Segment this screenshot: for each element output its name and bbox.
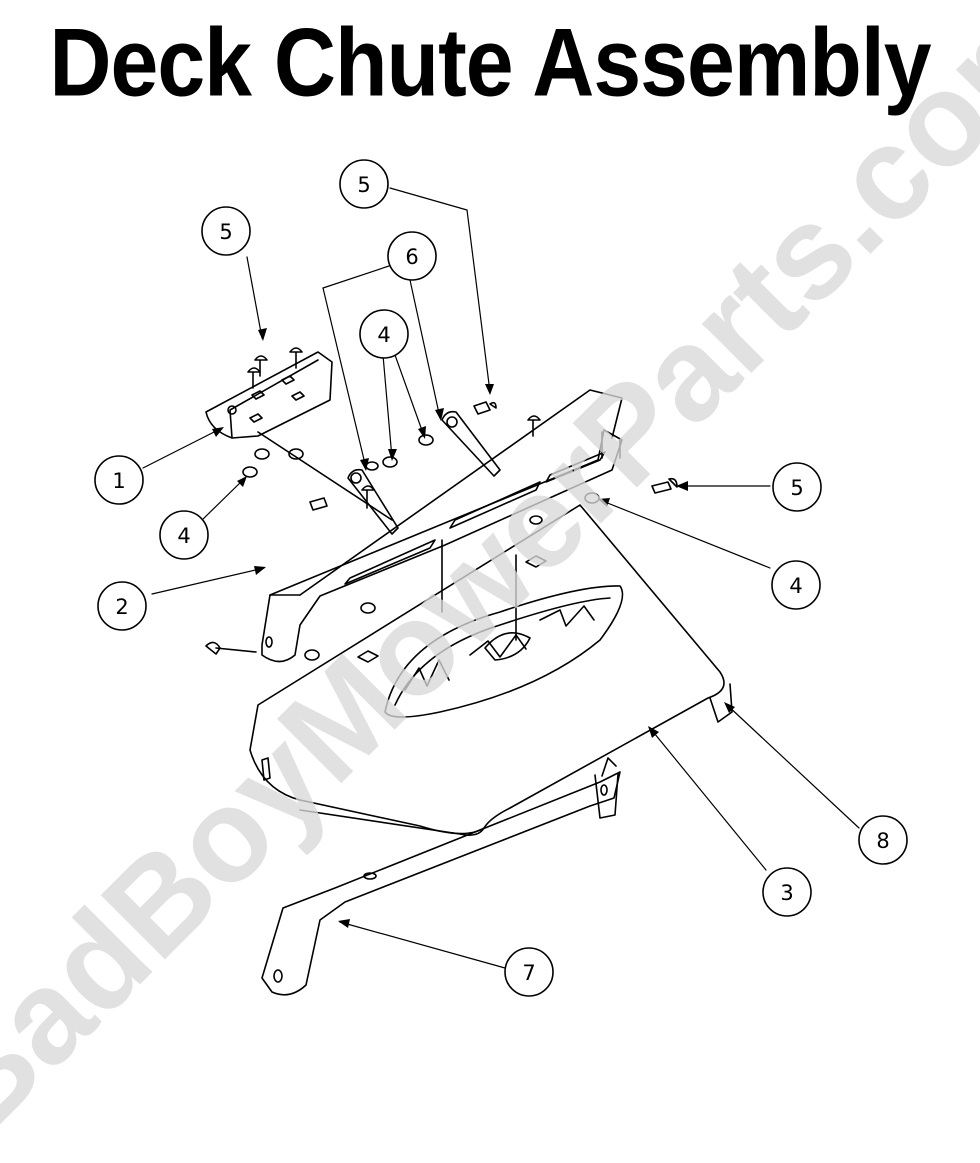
svg-text:8: 8 — [876, 829, 889, 853]
svg-text:1: 1 — [112, 469, 125, 493]
callout-3: 3 — [762, 867, 812, 917]
page-title: Deck Chute Assembly — [49, 9, 931, 117]
svg-text:5: 5 — [790, 476, 803, 500]
leader-lines — [142, 187, 860, 969]
svg-text:4: 4 — [377, 323, 390, 347]
callout-8: 8 — [858, 815, 908, 865]
callout-5-left: 5 — [201, 206, 251, 256]
part-2-mounting-bracket — [261, 389, 623, 663]
svg-text:4: 4 — [789, 574, 802, 598]
callout-1: 1 — [94, 455, 144, 505]
hardware-fasteners — [205, 347, 678, 661]
svg-text:4: 4 — [177, 524, 190, 548]
callout-4-right: 4 — [771, 560, 821, 610]
exploded-parts-diagram: 1 2 3 4 4 4 5 5 5 6 7 8 — [94, 159, 908, 997]
callout-6: 6 — [387, 231, 437, 281]
callout-4-top: 4 — [359, 309, 409, 359]
callout-4-left: 4 — [159, 510, 209, 560]
part-1-small-bracket — [205, 351, 393, 521]
leader-arrowheads — [212, 328, 735, 928]
svg-text:7: 7 — [522, 961, 535, 985]
svg-text:6: 6 — [405, 245, 418, 269]
part-7-lower-bracket — [261, 757, 621, 996]
callout-5-top: 5 — [339, 159, 389, 209]
svg-text:5: 5 — [219, 220, 232, 244]
callout-2: 2 — [97, 581, 147, 631]
svg-text:3: 3 — [780, 881, 793, 905]
callout-5-right: 5 — [772, 462, 822, 512]
svg-text:5: 5 — [357, 173, 370, 197]
part-3-chute-plate — [249, 504, 733, 836]
svg-text:2: 2 — [115, 595, 128, 619]
callout-7: 7 — [504, 947, 554, 997]
part-6-plates — [347, 410, 501, 535]
